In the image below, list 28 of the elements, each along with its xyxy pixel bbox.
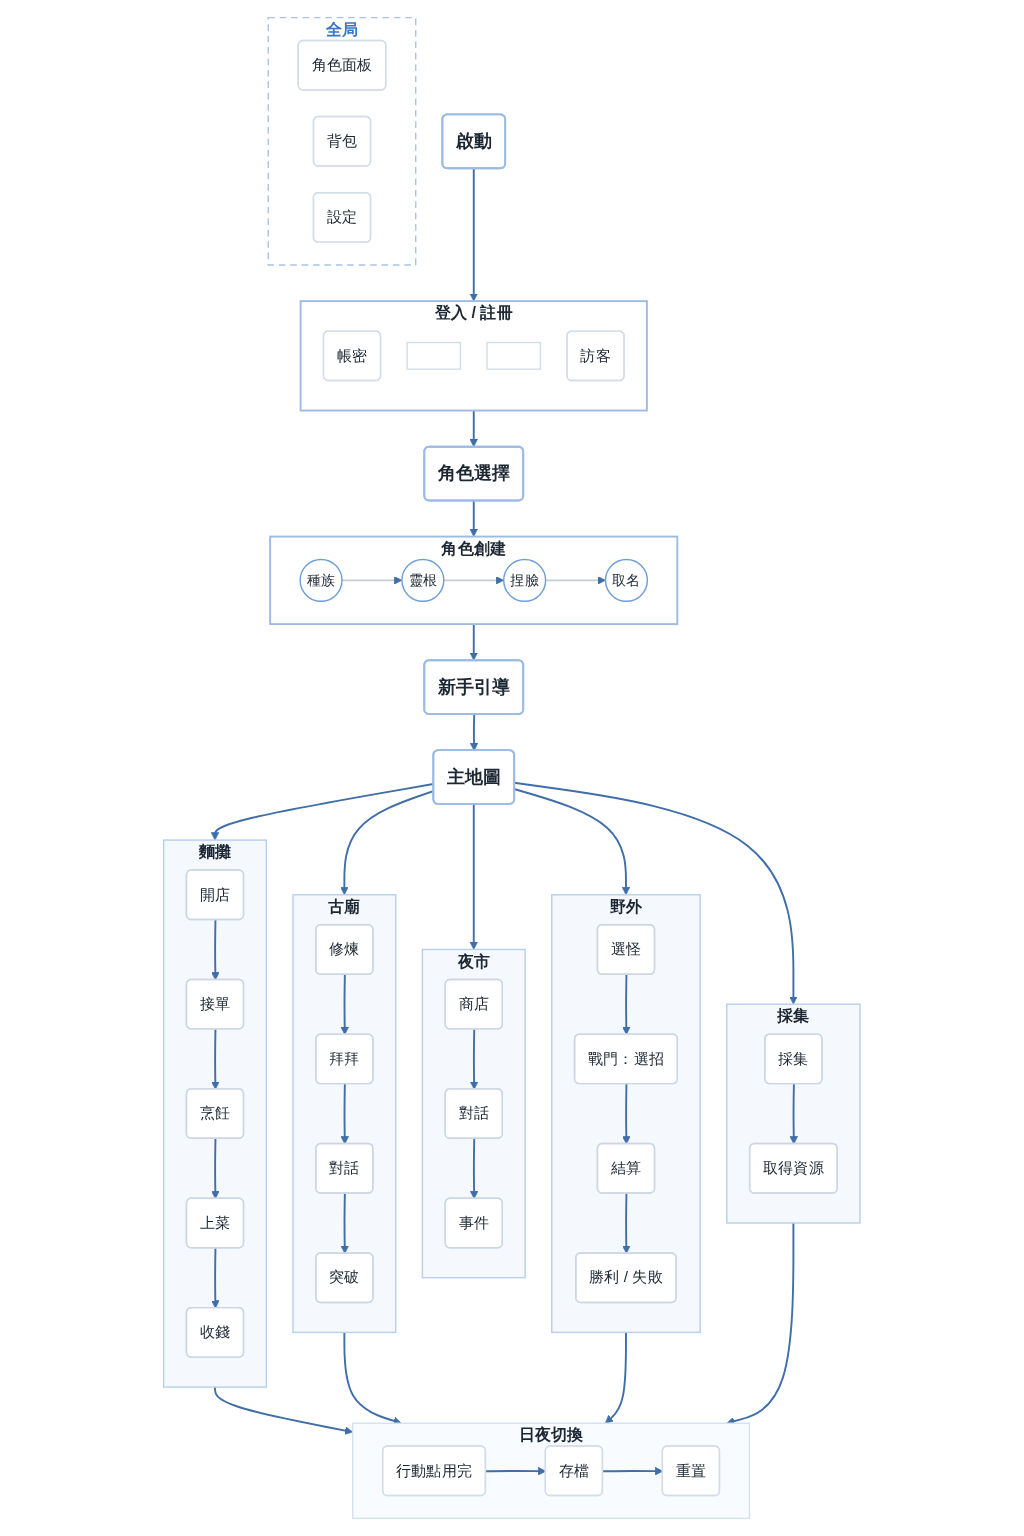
arrow	[443, 576, 505, 585]
arrow	[343, 1331, 402, 1425]
arrow	[470, 1028, 479, 1090]
arrow	[469, 499, 479, 537]
arrow	[211, 1137, 220, 1200]
node-circle: 種族	[299, 558, 343, 602]
node-box	[486, 341, 542, 370]
arrow	[340, 973, 350, 1035]
arrow	[470, 1137, 479, 1200]
arrow	[605, 1331, 628, 1424]
node-circle: 捏臉	[503, 558, 547, 602]
arrow	[211, 1028, 220, 1090]
arrow	[340, 1083, 350, 1145]
arrow	[469, 409, 479, 448]
arrow	[340, 1192, 350, 1254]
arrow	[470, 713, 479, 751]
arrow	[211, 919, 220, 981]
arrow	[469, 802, 479, 950]
arrow	[622, 1192, 631, 1254]
node-box	[406, 341, 462, 370]
node-circle: 取名	[605, 558, 649, 602]
arrow	[622, 973, 631, 1035]
node-circle: 靈根	[401, 558, 445, 602]
arrow	[469, 623, 479, 661]
arrow	[789, 1083, 799, 1145]
arrow	[211, 1247, 220, 1309]
arrow	[469, 167, 479, 302]
arrow	[622, 1083, 631, 1145]
